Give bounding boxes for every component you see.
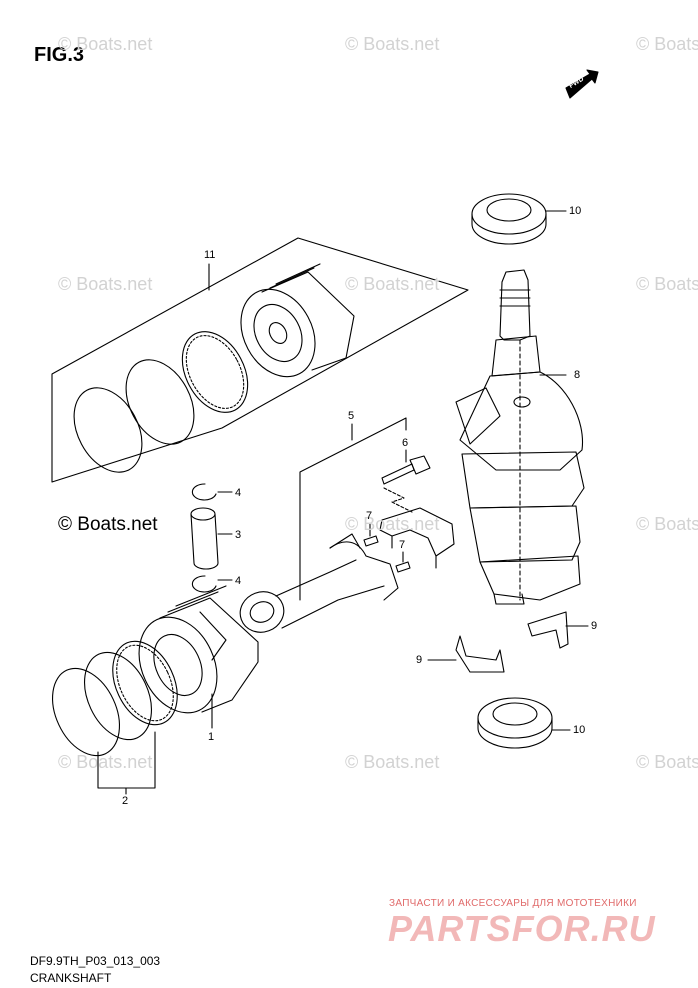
watermark: © Boats.net <box>345 752 440 772</box>
rod-bolt <box>381 455 431 485</box>
box-ring-2 <box>125 359 195 445</box>
leader-5 <box>299 417 407 601</box>
piston-pin <box>190 507 219 570</box>
callout-9b[interactable]: 9 <box>416 654 423 666</box>
callout-9a[interactable]: 9 <box>591 620 598 632</box>
callout-4a[interactable]: 4 <box>235 487 242 499</box>
ring-1 <box>52 667 120 757</box>
box-piston <box>240 263 355 378</box>
callout-6[interactable]: 6 <box>402 437 409 449</box>
bearing-upper <box>527 611 569 649</box>
watermark: © Boats.net <box>636 34 698 54</box>
watermark: © Boats.net <box>345 34 440 54</box>
drawing-number: DF9.9TH_P03_013_003 <box>30 954 161 968</box>
watermark: © Boats.net <box>345 274 440 294</box>
callout-7b[interactable]: 7 <box>399 539 406 551</box>
box-ring-3-inner <box>185 335 245 409</box>
callout-10b[interactable]: 10 <box>573 724 586 736</box>
callout-10a[interactable]: 10 <box>569 205 582 217</box>
callout-8[interactable]: 8 <box>574 369 581 381</box>
piston <box>138 585 259 714</box>
watermark: © Boats.net <box>58 34 153 54</box>
box-ring-1 <box>73 387 143 473</box>
callout-2[interactable]: 2 <box>122 795 129 807</box>
watermark-strong: © Boats.net <box>58 514 158 535</box>
fwd-arrow-icon <box>565 69 599 99</box>
watermark: © Boats.net <box>636 752 698 772</box>
bearing-lower <box>455 635 505 673</box>
watermark: © Boats.net <box>345 514 440 534</box>
circlip-lower <box>191 575 217 593</box>
oil-seal-bottom <box>477 697 553 749</box>
box-ring-3 <box>181 331 249 413</box>
circlip-upper <box>191 483 217 501</box>
callout-1[interactable]: 1 <box>208 731 215 743</box>
callout-3[interactable]: 3 <box>235 529 242 541</box>
figure-title: FIG.3 <box>34 44 85 66</box>
bolt-path-dashed <box>383 487 413 513</box>
connecting-rod <box>239 533 399 633</box>
oil-seal-top <box>471 193 547 245</box>
figure-caption: CRANKSHAFT <box>30 971 112 985</box>
ring-3 <box>112 640 178 726</box>
callout-11[interactable]: 11 <box>204 249 216 261</box>
crankshaft <box>455 269 585 605</box>
watermark: © Boats.net <box>58 752 153 772</box>
dowel-a <box>363 535 379 547</box>
shop-tagline: ЗАПЧАСТИ И АКСЕССУАРЫ ДЛЯ МОТОТЕХНИКИ <box>389 898 637 909</box>
rod-cap <box>379 507 455 569</box>
callout-4b[interactable]: 4 <box>235 575 242 587</box>
shop-logo: PARTSFOR.RU <box>388 908 656 949</box>
callout-5[interactable]: 5 <box>348 410 355 422</box>
callout-7a[interactable]: 7 <box>366 510 373 522</box>
dowel-b <box>395 561 411 573</box>
watermark: © Boats.net <box>58 274 153 294</box>
ring-3-inner <box>116 644 174 722</box>
piston-ring-set-frame <box>51 237 469 483</box>
watermark: © Boats.net <box>636 514 698 534</box>
ring-2 <box>84 651 152 741</box>
leader-2 <box>97 731 156 795</box>
watermark: © Boats.net <box>636 274 698 294</box>
